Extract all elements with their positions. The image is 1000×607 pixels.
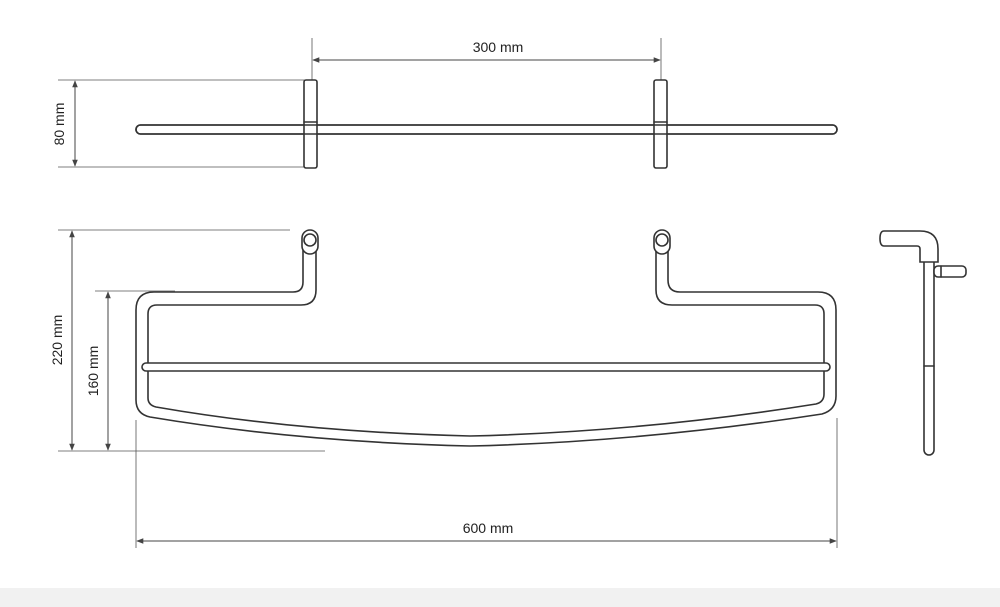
side-view [879, 230, 967, 456]
dimension-label-600: 600 mm [463, 520, 514, 536]
front-view: 220 mm 160 mm 600 mm [49, 229, 838, 548]
left-mount-post [303, 79, 318, 169]
side-mount-stub [933, 265, 967, 278]
side-top-arm [879, 230, 939, 263]
dimension-label-80: 80 mm [51, 103, 67, 146]
top-rod [135, 124, 838, 135]
front-rail [141, 362, 831, 372]
dimension-label-220: 220 mm [49, 315, 65, 366]
right-mount-cap [655, 233, 669, 247]
basket-outer-wire [135, 241, 837, 447]
basket-inner-wire [147, 241, 825, 437]
side-vertical-rod [923, 244, 935, 456]
left-mount-cap [303, 233, 317, 247]
dimension-label-160: 160 mm [85, 346, 101, 397]
right-mount-post [653, 79, 668, 169]
top-view: 300 mm 80 mm [51, 38, 838, 169]
top-rod-outline [135, 124, 838, 135]
bottom-band [0, 588, 1000, 607]
dimension-label-300: 300 mm [473, 39, 524, 55]
